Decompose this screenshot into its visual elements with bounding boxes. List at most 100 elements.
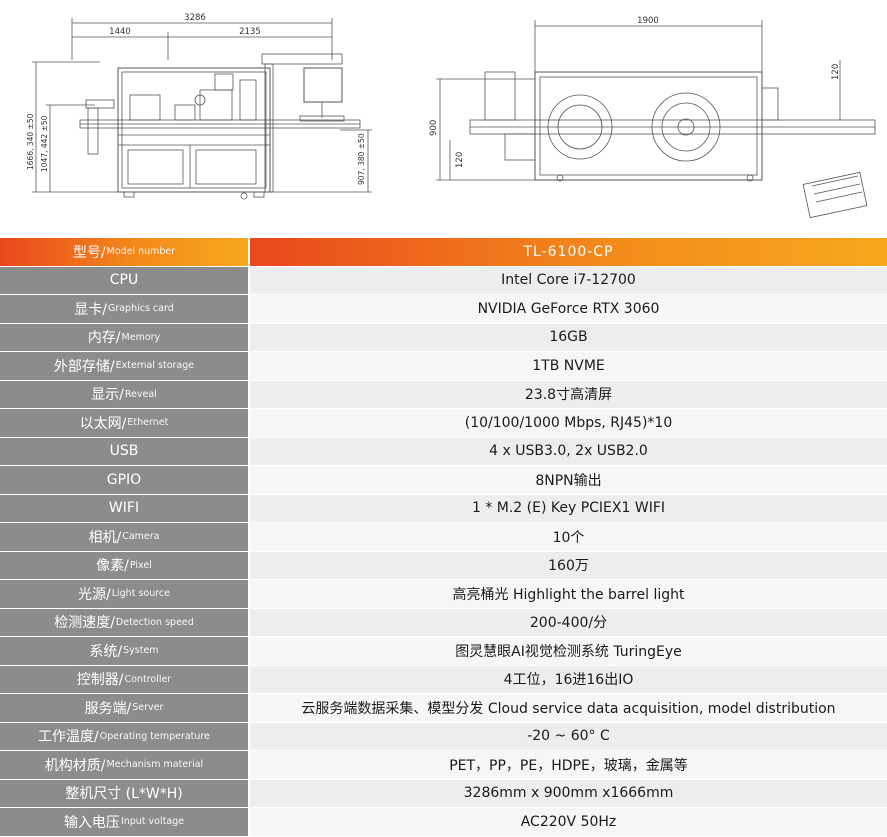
table-row: 整机尺寸 (L*W*H) 3286mm x 900mm x1666mm	[0, 779, 887, 808]
row-value: PET，PP，PE，HDPE，玻璃，金属等	[250, 751, 887, 779]
row-label-cn: 机构材质/	[44, 757, 106, 774]
row-label-cn: 系统/	[89, 643, 123, 660]
row-value: -20 ~ 60° C	[250, 722, 887, 750]
dim-height-right: 907, 380 ±50	[357, 133, 366, 185]
row-label-cn: 像素/	[96, 558, 129, 575]
row-label-cn: 外部存储/	[53, 358, 115, 375]
row-label: CPU	[0, 266, 250, 294]
row-label-en: Light source	[111, 588, 170, 600]
row-value: 160万	[250, 551, 887, 579]
row-label: 外部存储/External storage	[0, 352, 250, 380]
row-label-cn: 显卡/	[74, 301, 107, 318]
row-label: 显卡/Graphics card	[0, 295, 250, 323]
dim-height-total: 1666, 340 ±50	[26, 113, 35, 170]
row-label-en: Pixel	[129, 559, 152, 571]
row-label: 控制器/Controller	[0, 665, 250, 693]
table-row: 工作温度/Operating temperature-20 ~ 60° C	[0, 722, 887, 751]
row-label-cn: 型号/	[72, 244, 106, 261]
row-value: 高亮桶光 Highlight the barrel light	[250, 580, 887, 608]
row-label-cn: WIFI	[108, 500, 140, 517]
row-label-en: Model number	[106, 246, 176, 258]
row-label: 光源/Light source	[0, 580, 250, 608]
row-label: 显示/Reveal	[0, 380, 250, 408]
table-row: 以太网/Ethernet(10/100/1000 Mbps, RJ45)*10	[0, 409, 887, 438]
row-label-en: Input voltage	[120, 816, 185, 828]
row-label-cn: 整机尺寸 (L*W*H)	[65, 786, 183, 803]
dim-top-right-small: 120	[831, 64, 841, 80]
row-value: AC220V 50Hz	[250, 808, 887, 836]
table-row: CPU Intel Core i7-12700	[0, 266, 887, 295]
row-label-cn: 服务端/	[84, 700, 132, 717]
row-label: 系统/System	[0, 637, 250, 665]
row-value: 10个	[250, 523, 887, 551]
row-value: 1TB NVME	[250, 352, 887, 380]
row-label-en: Graphics card	[107, 303, 174, 315]
row-label-en: Mechanism material	[106, 759, 204, 771]
row-value: 1 * M.2 (E) Key PCIEX1 WIFI	[250, 494, 887, 522]
machine-drawing: 3286 1440 2135 1666, 340 ±50 1047, 442 ±…	[26, 13, 876, 219]
row-label-cn: USB	[109, 443, 139, 460]
row-label-cn: 相机/	[88, 529, 122, 546]
row-label-en: Reveal	[124, 388, 157, 400]
row-label-cn: 输入电压	[63, 814, 120, 831]
dim-overall: 3286	[184, 13, 206, 23]
row-label-en: External storage	[115, 360, 195, 372]
row-label-en: Detection speed	[115, 616, 194, 628]
row-value: Intel Core i7-12700	[250, 266, 887, 294]
row-value: 8NPN输出	[250, 466, 887, 494]
row-value: 云服务端数据采集、模型分发 Cloud service data acquisi…	[250, 694, 887, 722]
row-label: USB	[0, 437, 250, 465]
dim-right: 2135	[239, 27, 261, 37]
row-label: 像素/Pixel	[0, 551, 250, 579]
row-label-en: Controller	[124, 673, 172, 685]
row-label: 服务端/Server	[0, 694, 250, 722]
row-label-en: Ethernet	[127, 417, 169, 429]
row-value: NVIDIA GeForce RTX 3060	[250, 295, 887, 323]
row-label-en: Camera	[122, 531, 160, 543]
model-value: TL-6100-CP	[250, 238, 887, 266]
dim-left: 1440	[109, 27, 131, 37]
row-value: 16GB	[250, 323, 887, 351]
row-value: (10/100/1000 Mbps, RJ45)*10	[250, 409, 887, 437]
spec-table: 型号/Model number TL-6100-CP CPU Intel Core i…	[0, 238, 887, 837]
row-label-cn: 显示/	[91, 387, 124, 404]
row-label-cn: 以太网/	[79, 415, 127, 432]
dim-top-width: 1900	[637, 16, 659, 26]
row-value: 4工位，16进16出IO	[250, 665, 887, 693]
row-label-cn: 工作温度/	[38, 729, 99, 746]
table-row: WIFI 1 * M.2 (E) Key PCIEX1 WIFI	[0, 494, 887, 523]
row-label: 相机/Camera	[0, 523, 250, 551]
row-label-cn: 内存/	[87, 330, 121, 347]
row-label-cn: CPU	[109, 272, 139, 289]
row-value: 图灵慧眼AI视觉检测系统 TuringEye	[250, 637, 887, 665]
dim-height-table: 1047, 442 ±50	[40, 115, 49, 172]
dim-top-depth: 900	[429, 120, 439, 136]
dim-top-left-small: 120	[455, 152, 465, 168]
row-label: 以太网/Ethernet	[0, 409, 250, 437]
row-label-cn: 光源/	[78, 586, 111, 603]
row-label: 机构材质/Mechanism material	[0, 751, 250, 779]
row-label-en: Operating temperature	[99, 730, 210, 742]
row-label: 内存/Memory	[0, 323, 250, 351]
row-label: GPIO	[0, 466, 250, 494]
row-label-cn: 控制器/	[76, 672, 124, 689]
row-value: 3286mm x 900mm x1666mm	[250, 779, 887, 807]
row-value: 23.8寸高清屏	[250, 380, 887, 408]
row-label-en: System	[123, 645, 159, 657]
row-label: 检测速度/Detection speed	[0, 608, 250, 636]
row-label: 工作温度/Operating temperature	[0, 722, 250, 750]
